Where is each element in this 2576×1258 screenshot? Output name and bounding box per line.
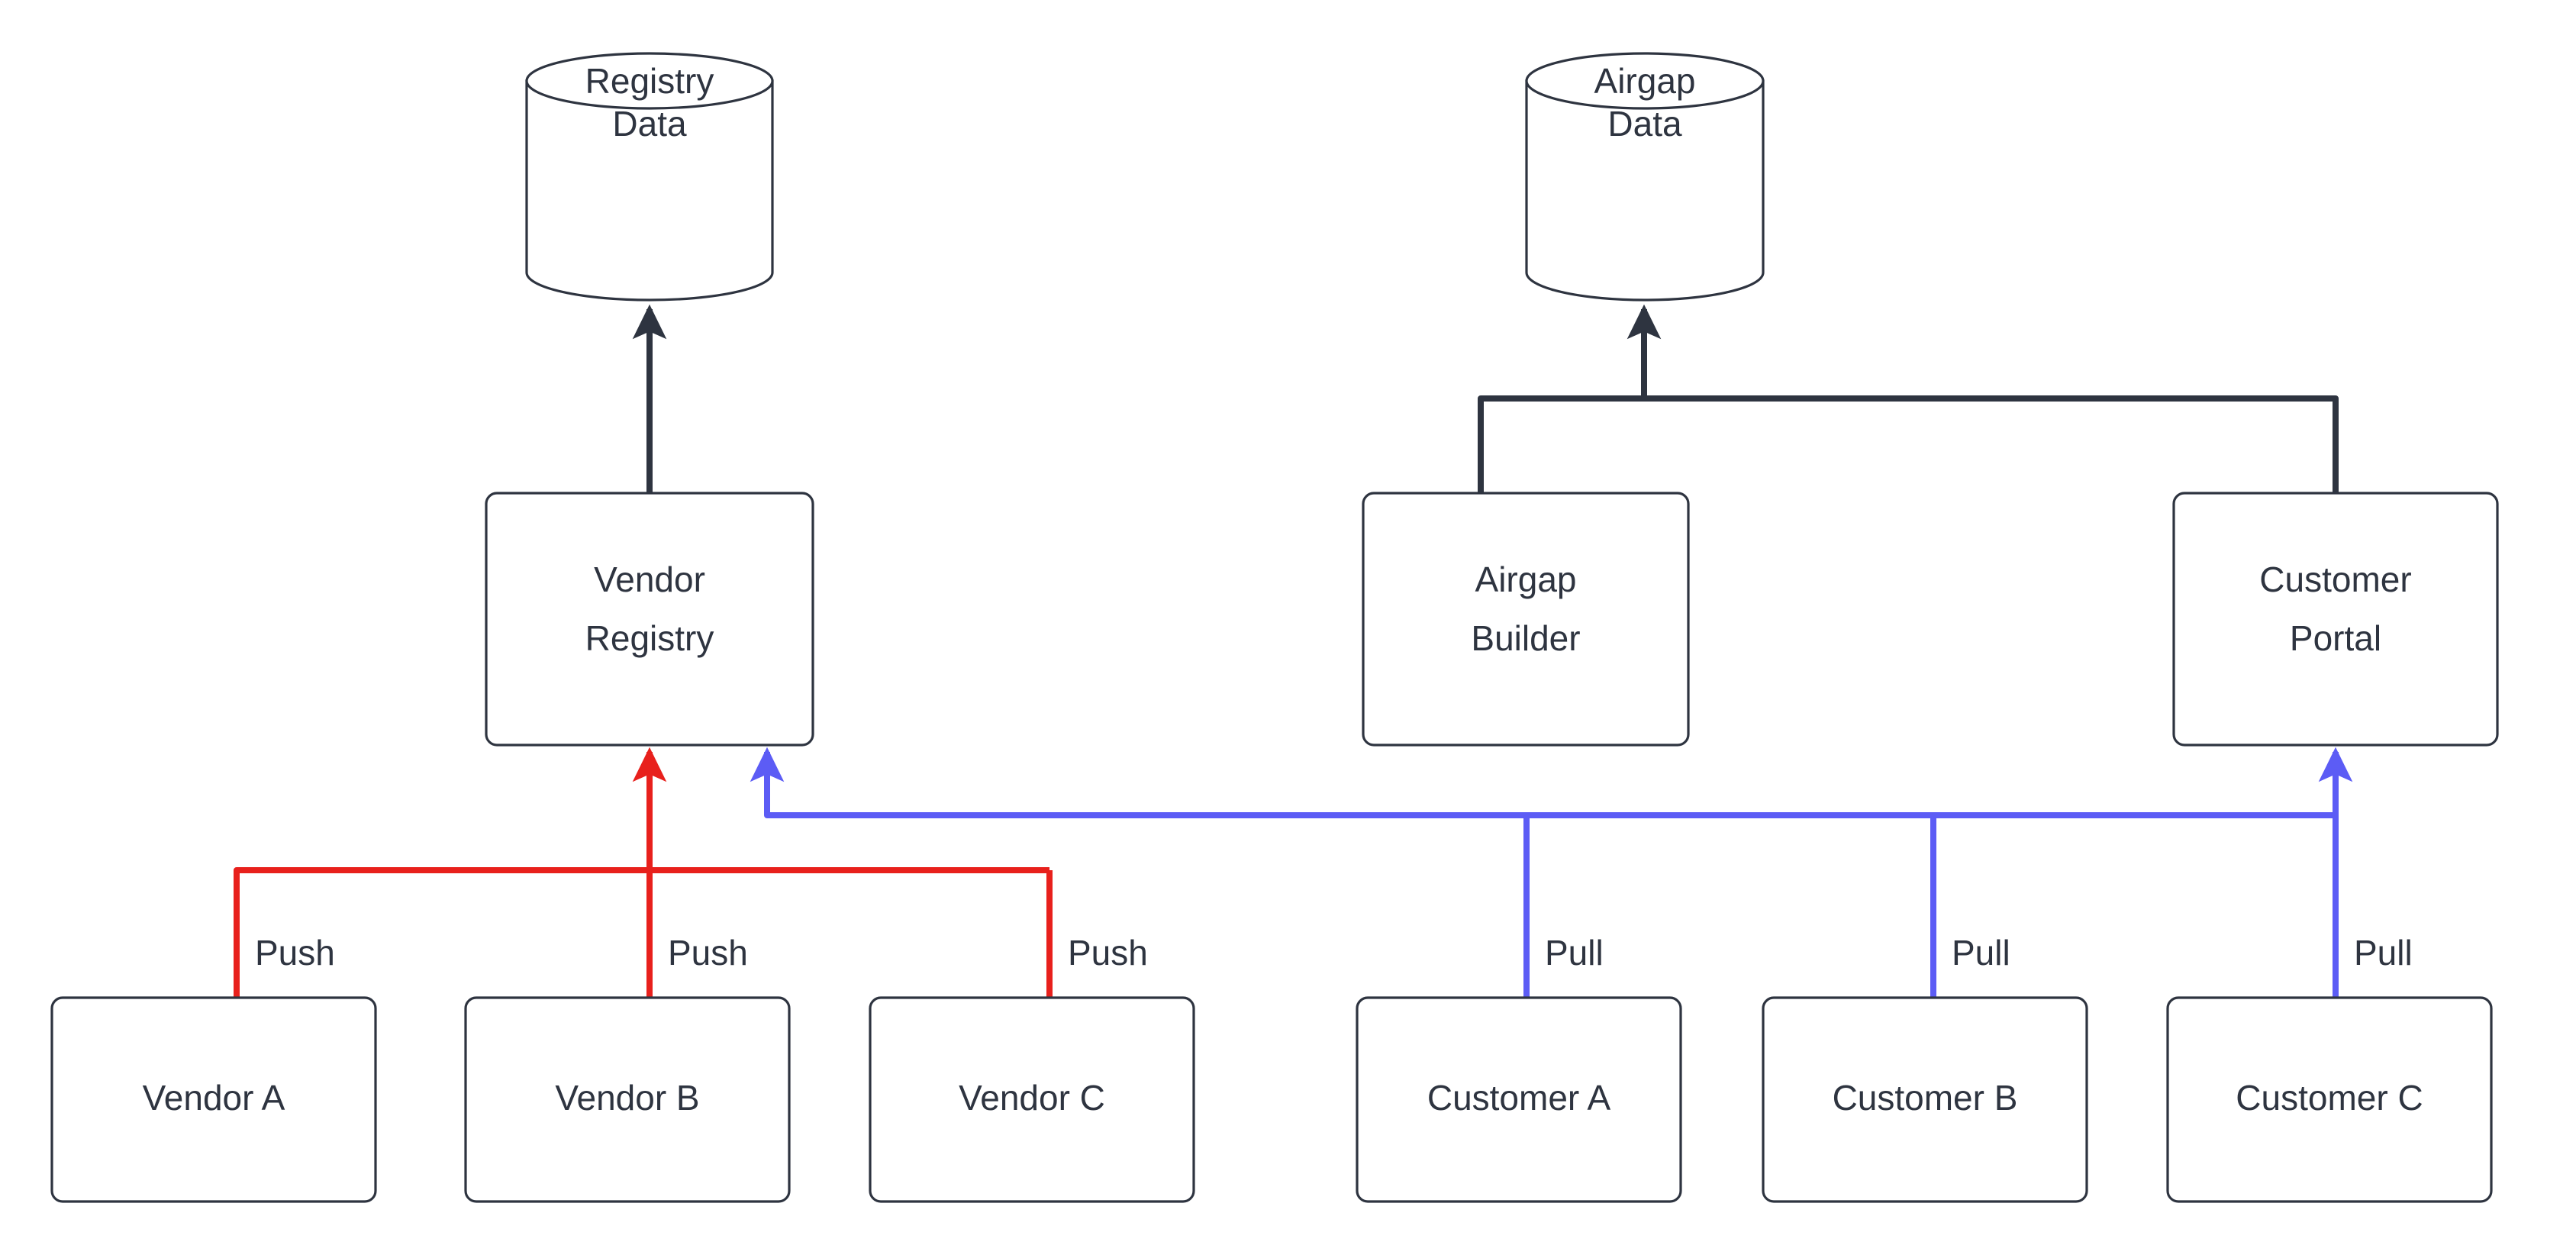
- actor-customer-b-label: Customer B: [1833, 1078, 2018, 1118]
- edge-label-push-c: Push: [1068, 933, 1148, 973]
- actor-vendor-a-label: Vendor A: [143, 1078, 285, 1118]
- service-customer-portal[interactable]: Customer Portal: [2172, 492, 2499, 747]
- datastore-airgap-data-line1: Airgap: [1594, 61, 1696, 101]
- datastore-registry-data-line1: Registry: [585, 61, 714, 101]
- service-airgap-builder[interactable]: Airgap Builder: [1362, 492, 1690, 747]
- edge-label-pull-c: Pull: [2354, 933, 2413, 973]
- edge-pull-to-vendor-registry: [750, 747, 2336, 818]
- datastore-registry-data[interactable]: Registry Data: [525, 52, 774, 302]
- service-vendor-registry[interactable]: Vendor Registry: [485, 492, 814, 747]
- edge-label-pull-a: Pull: [1545, 933, 1604, 973]
- edge-label-push-b: Push: [668, 933, 748, 973]
- datastore-registry-data-line2: Data: [612, 104, 687, 144]
- service-airgap-builder-line1: Airgap: [1475, 560, 1577, 599]
- actor-vendor-b[interactable]: Vendor B: [464, 996, 791, 1203]
- actor-vendor-b-label: Vendor B: [555, 1078, 699, 1118]
- service-airgap-builder-line2: Builder: [1471, 618, 1580, 658]
- edge-label-push-a: Push: [255, 933, 335, 973]
- service-vendor-registry-line1: Vendor: [594, 560, 705, 599]
- edge-vendor-a-push: [234, 867, 1049, 998]
- actor-customer-a-label: Customer A: [1427, 1078, 1611, 1118]
- actor-customer-b[interactable]: Customer B: [1762, 996, 2088, 1203]
- actor-vendor-c-label: Vendor C: [959, 1078, 1105, 1118]
- actor-vendor-c[interactable]: Vendor C: [869, 996, 1195, 1203]
- actor-customer-a[interactable]: Customer A: [1356, 996, 1682, 1203]
- actor-vendor-a[interactable]: Vendor A: [50, 996, 377, 1203]
- service-customer-portal-line1: Customer: [2259, 560, 2411, 599]
- actor-customer-c[interactable]: Customer C: [2166, 996, 2493, 1203]
- service-customer-portal-line2: Portal: [2290, 618, 2381, 658]
- datastore-airgap-data-line2: Data: [1607, 104, 1682, 144]
- datastore-airgap-data[interactable]: Airgap Data: [1525, 52, 1765, 302]
- service-vendor-registry-line2: Registry: [585, 618, 714, 658]
- edge-label-pull-b: Pull: [1952, 933, 2010, 973]
- actor-customer-c-label: Customer C: [2236, 1078, 2423, 1118]
